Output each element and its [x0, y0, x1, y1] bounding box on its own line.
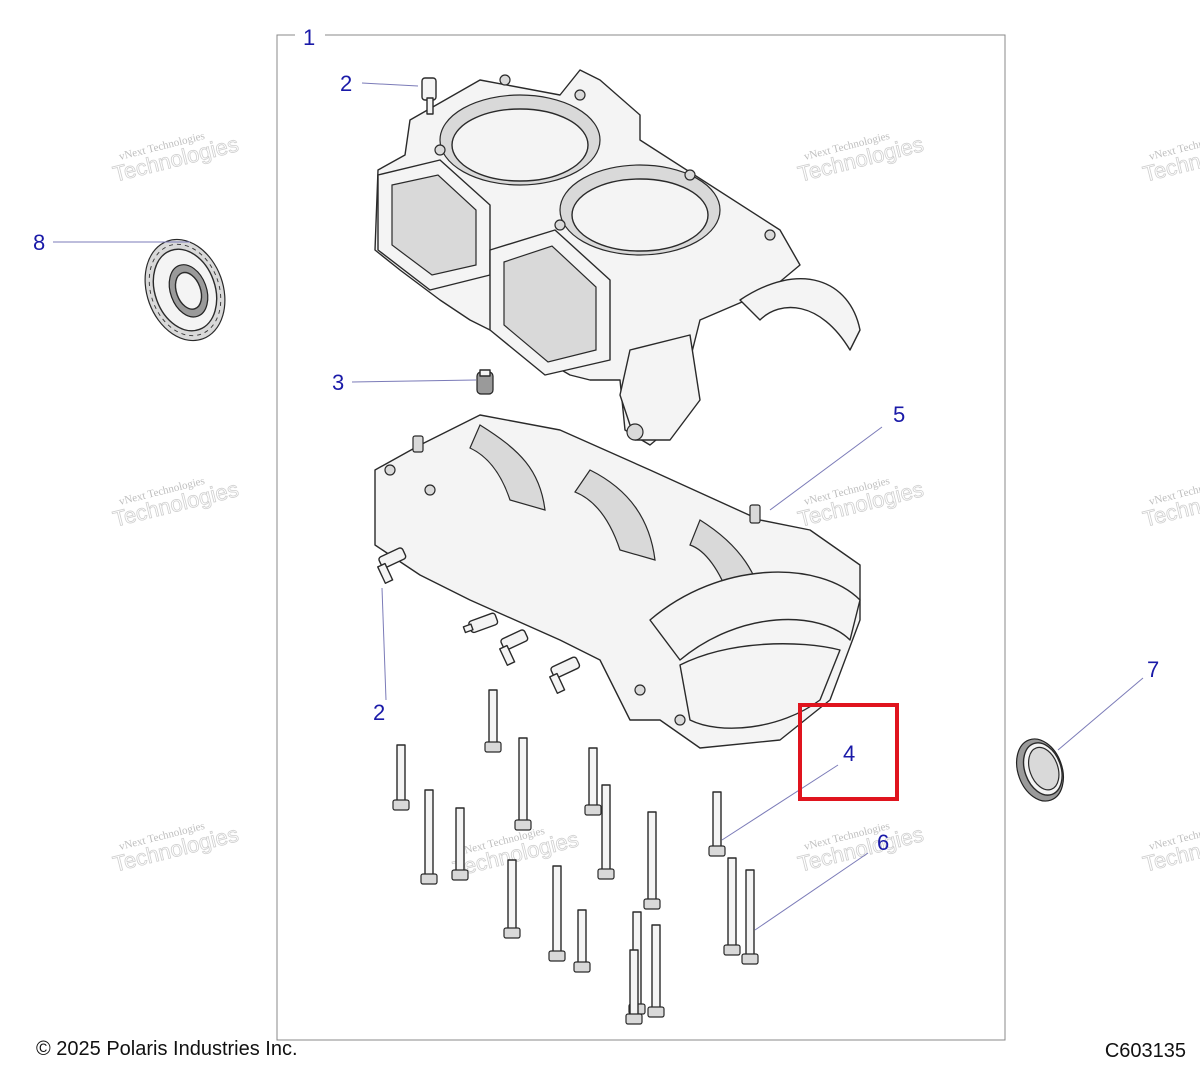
diagram-code: C603135	[1104, 1040, 1186, 1062]
leader-lines	[53, 82, 1144, 931]
callout-5: 5	[893, 402, 905, 427]
callout-3: 3	[332, 370, 344, 395]
callout-6: 6	[877, 830, 889, 855]
cap-seal	[1016, 738, 1064, 802]
assembly-frame	[276, 34, 1006, 1041]
lower-crankcase	[374, 414, 861, 749]
callout-7: 7	[1147, 657, 1159, 682]
upper-crankcase	[374, 69, 861, 446]
copyright-text: © 2025 Polaris Industries Inc.	[36, 1038, 298, 1060]
callout-4: 4	[843, 741, 855, 766]
crankcase-bolts	[392, 689, 759, 1025]
callout-8: 8	[33, 230, 45, 255]
oil-seal	[144, 238, 226, 342]
callout-2: 2	[340, 71, 352, 96]
callout-1: 1	[303, 25, 315, 50]
callout-2-lower: 2	[373, 700, 385, 725]
highlight-box	[798, 703, 899, 801]
fittings	[377, 547, 581, 694]
sensor-part	[476, 369, 494, 395]
